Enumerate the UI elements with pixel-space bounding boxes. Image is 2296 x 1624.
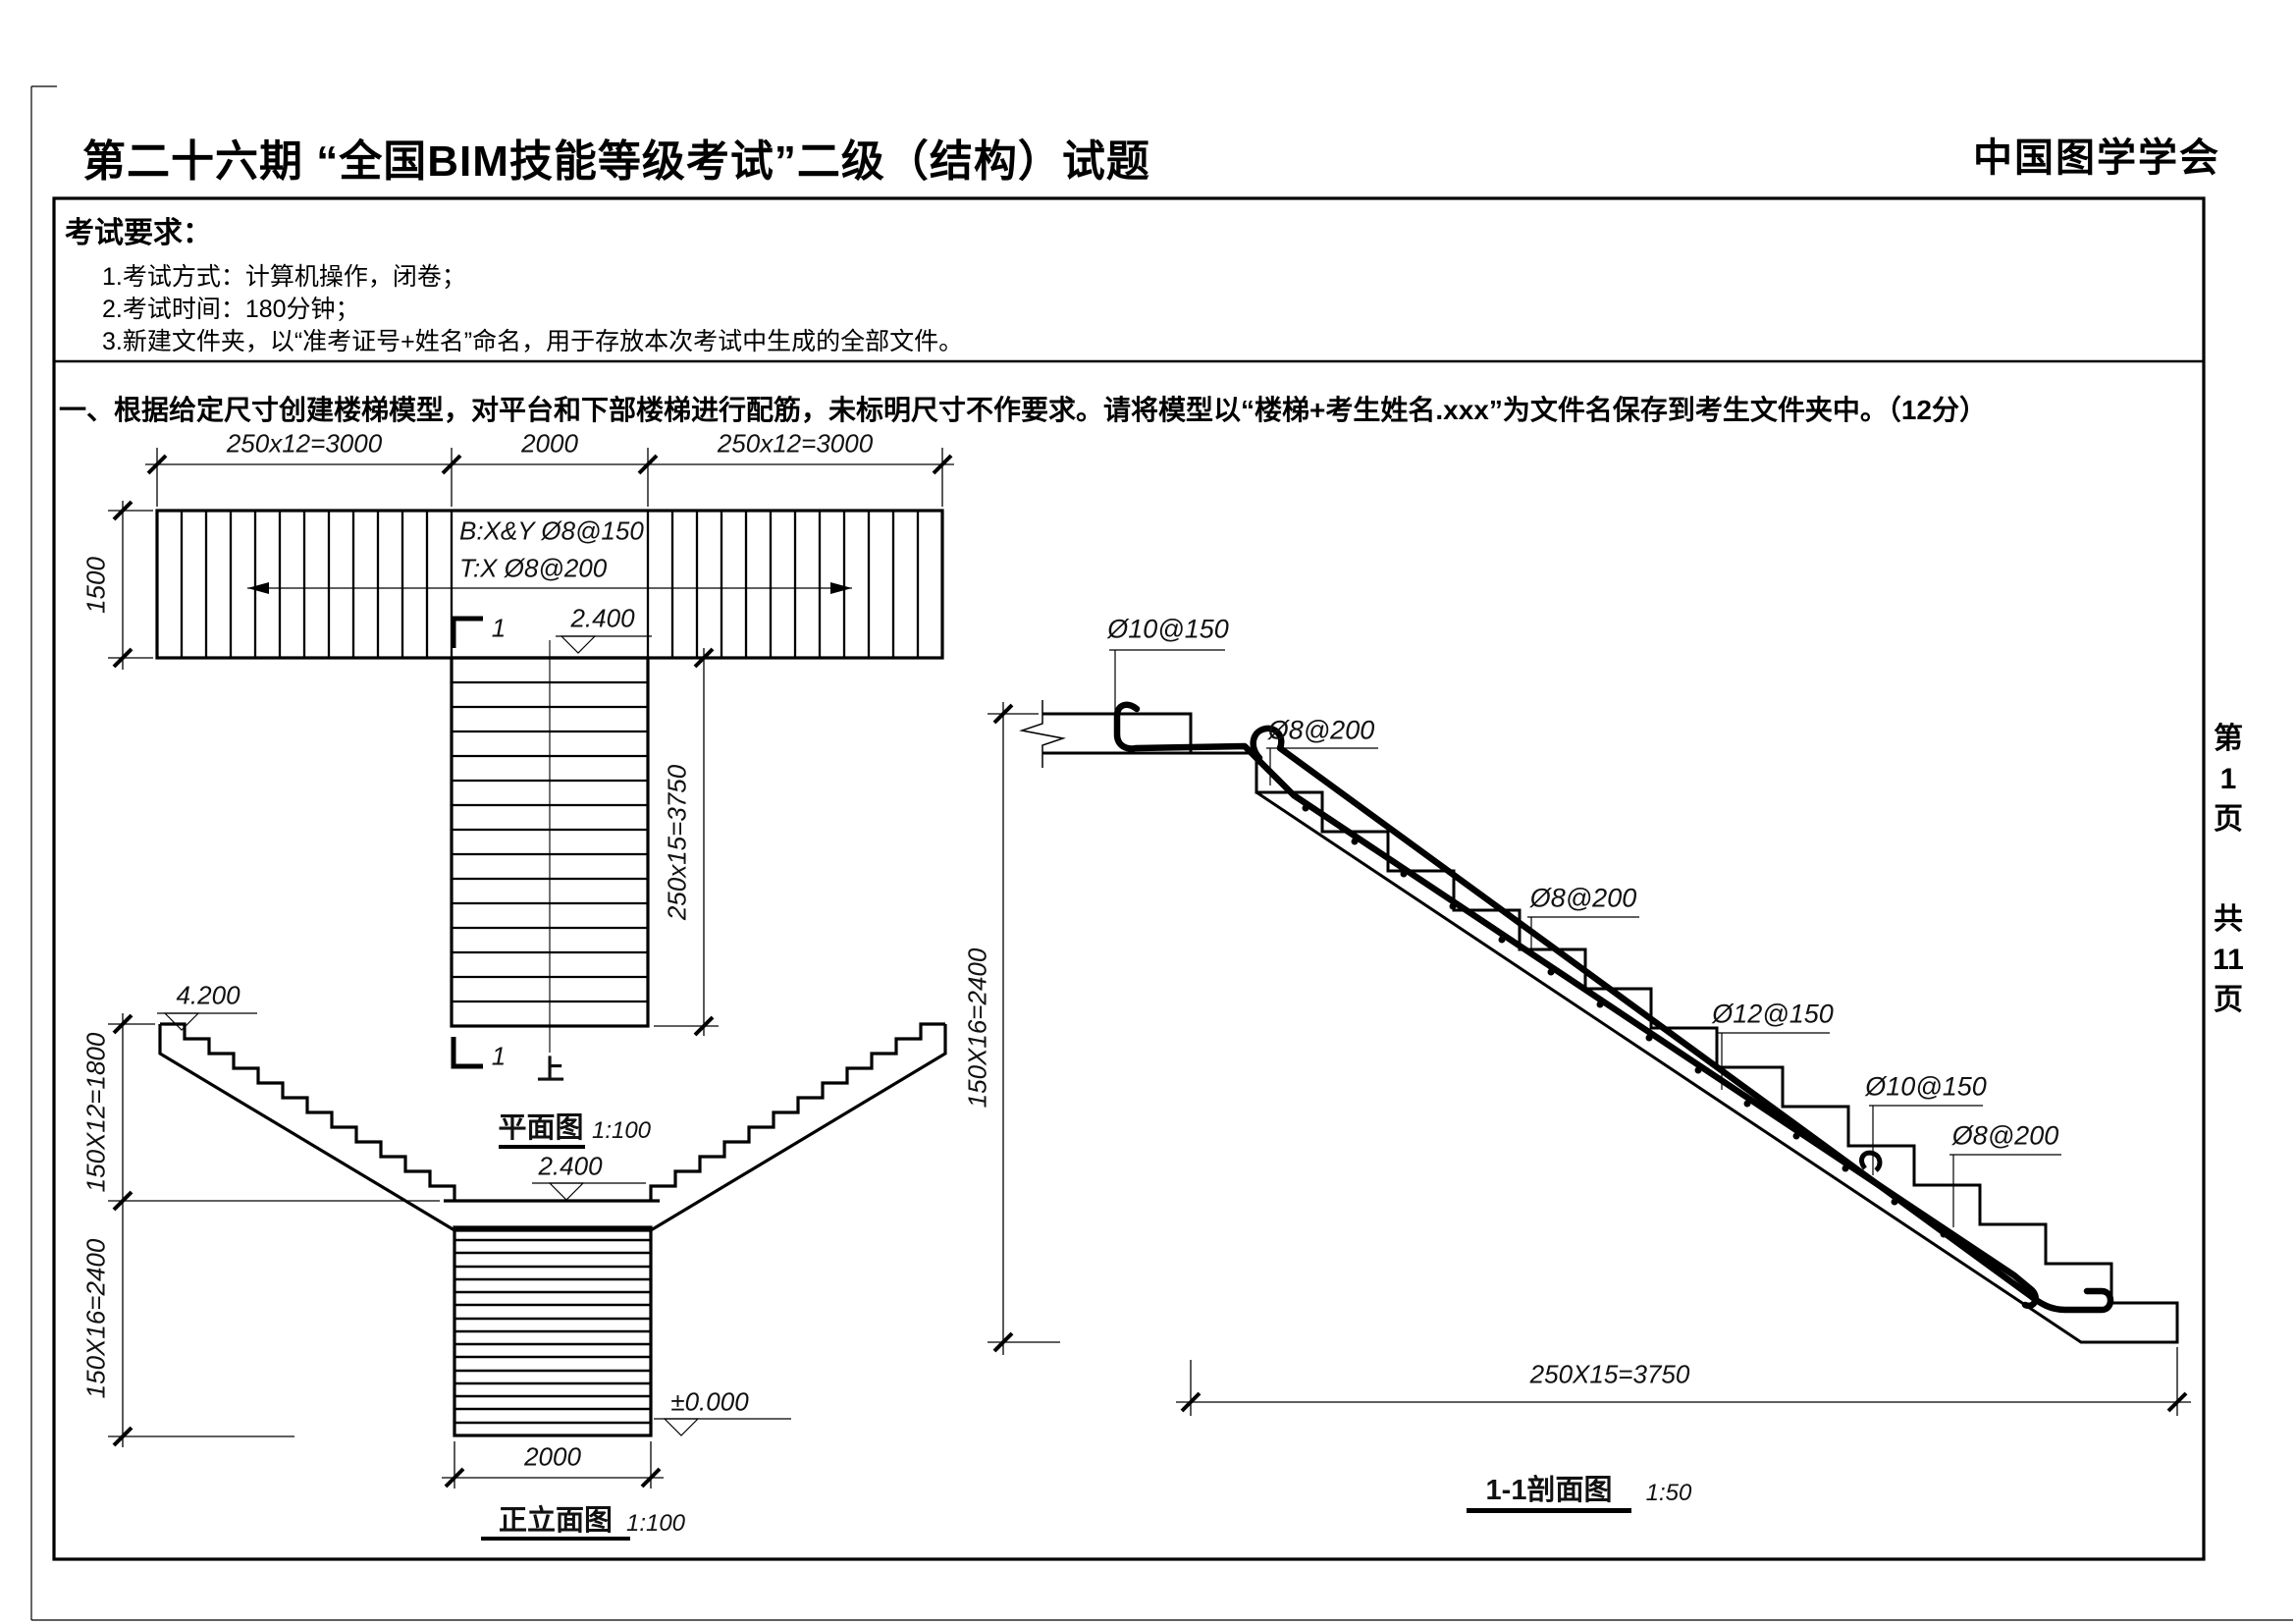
plan-dim-flight: 250x15=3750	[662, 764, 692, 921]
section-rebar-label: Ø12@150	[1712, 999, 1834, 1029]
requirement-item: 2.考试时间：180分钟；	[102, 296, 360, 323]
page-title: 第二十六期 “全国BIM技能等级考试”二级（结构）试题	[82, 137, 1150, 186]
elev-dim-width: 2000	[524, 1441, 581, 1472]
requirement-item: 1.考试方式：计算机操作，闭卷；	[102, 263, 466, 291]
section-rebar-label: Ø10@150	[1107, 614, 1229, 644]
requirements-heading: 考试要求：	[65, 217, 212, 249]
elev-level-2400: 2.400	[538, 1151, 603, 1181]
page-trim-marks	[30, 85, 2293, 1621]
plan-rebar-top-note: T:X Ø8@200	[459, 553, 608, 583]
elev-level-0000: ±0.000	[670, 1386, 749, 1417]
section-view-scale: 1:50	[1645, 1480, 1692, 1506]
plan-cut-mark-bottom-number: 1	[491, 1041, 507, 1071]
plan-rebar-bottom-note: B:X&Y Ø8@150	[459, 515, 644, 546]
section-rebar-label: Ø8@200	[1951, 1120, 2059, 1151]
elev-dim-upper-flight: 150X12=1800	[80, 1032, 111, 1193]
section-rebar-label: Ø10@150	[1865, 1071, 1987, 1102]
requirement-item: 3.新建文件夹，以“准考证号+姓名”命名，用于存放本次考试中生成的全部文件。	[102, 328, 964, 355]
plan-cut-mark-top-number: 1	[491, 613, 507, 643]
view-title-underlines	[481, 1145, 1631, 1541]
plan-view-title: 平面图	[498, 1112, 584, 1144]
sheet-frame	[52, 196, 2206, 1561]
page-number-total: 共 11 页	[2213, 903, 2244, 1016]
page-number-current: 第 1 页	[2214, 723, 2243, 836]
elevation-view-scale: 1:100	[625, 1510, 686, 1537]
section-dim-height: 150X16=2400	[962, 947, 992, 1109]
question-text: 一、根据给定尺寸创建楼梯模型，对平台和下部楼梯进行配筋，未标明尺寸不作要求。请将…	[59, 395, 1988, 425]
plan-up-label: 上	[536, 1055, 565, 1085]
plan-view-linework	[108, 448, 954, 1069]
plan-dim-top-mid: 2000	[521, 428, 578, 459]
elevation-view-linework	[108, 1012, 947, 1489]
section-rebar-label: Ø8@200	[1267, 715, 1375, 745]
section-view-linework	[988, 649, 2191, 1416]
elevation-view-title: 正立面图	[498, 1505, 614, 1537]
elev-dim-lower-flight: 150X16=2400	[80, 1238, 111, 1399]
plan-level-2400: 2.400	[570, 603, 635, 633]
plan-dim-top-left: 250x12=3000	[226, 428, 383, 459]
section-view-title: 1-1剖面图	[1485, 1475, 1613, 1506]
plan-dim-left: 1500	[80, 557, 111, 614]
section-rebar-label: Ø8@200	[1529, 883, 1637, 913]
elev-level-4200: 4.200	[176, 980, 240, 1010]
plan-view-scale: 1:100	[591, 1117, 652, 1144]
society-name: 中国图学学会	[1973, 136, 2220, 180]
plan-dim-top-right: 250x12=3000	[717, 428, 874, 459]
section-dim-run: 250X15=3750	[1529, 1359, 1690, 1389]
